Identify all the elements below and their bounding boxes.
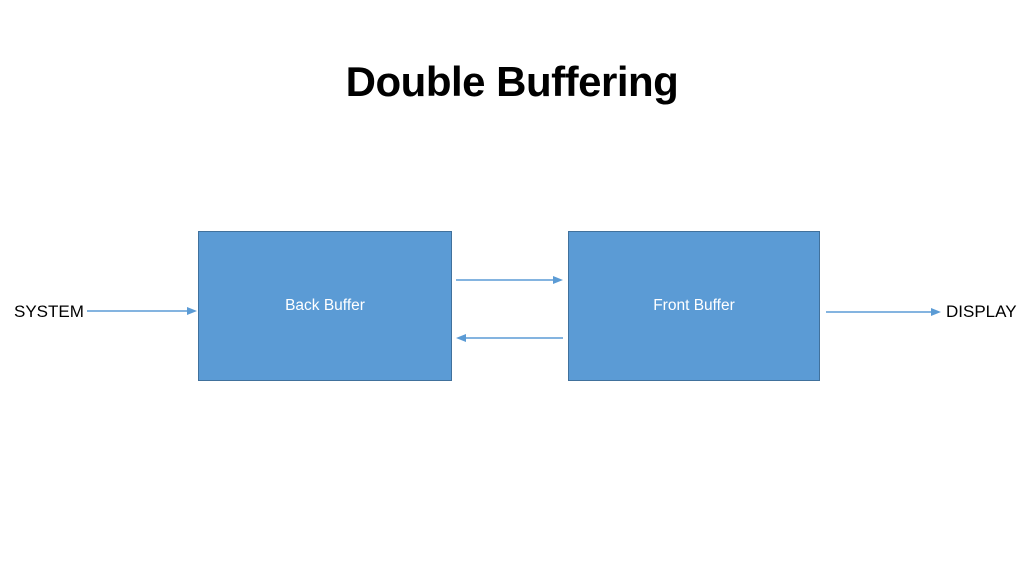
back-buffer-label: Back Buffer — [285, 297, 365, 314]
page-title: Double Buffering — [345, 58, 679, 105]
front-buffer-node: Front Buffer — [568, 231, 820, 381]
front-to-back-buffer-arrow — [456, 334, 563, 342]
back-to-front-buffer-arrow — [456, 276, 563, 284]
back-buffer-node: Back Buffer — [198, 231, 452, 381]
front-buffer-label: Front Buffer — [653, 297, 735, 314]
system-to-back-buffer-arrow — [87, 307, 197, 315]
front-buffer-to-display-arrow — [826, 308, 941, 316]
system-label: SYSTEM — [14, 302, 84, 321]
display-label: DISPLAY — [946, 302, 1017, 321]
